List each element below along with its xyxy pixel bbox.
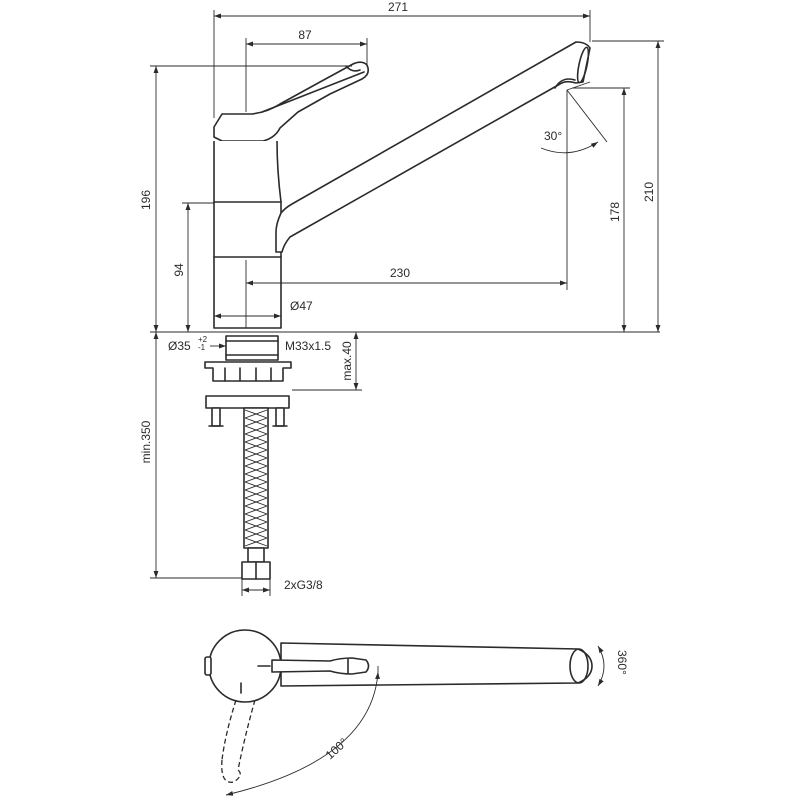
label-spout-angle: 30° xyxy=(544,129,562,143)
label-lever-swing: 100° xyxy=(323,735,351,762)
label-210: 210 xyxy=(642,182,656,202)
braid-strand xyxy=(244,425,268,435)
dim-100-arc xyxy=(225,671,380,796)
braid-strand xyxy=(244,465,268,475)
top-view-handle-base xyxy=(204,656,212,676)
label-d35-tol-upper: +2 xyxy=(198,335,208,344)
threaded-shank xyxy=(225,335,279,361)
mounting-bracket xyxy=(204,361,292,382)
braid-strand xyxy=(244,505,268,515)
braid-strand xyxy=(244,409,268,419)
dimension-lines xyxy=(150,10,664,596)
stud-right xyxy=(275,407,285,427)
label-230: 230 xyxy=(390,266,410,280)
braid-strand xyxy=(244,497,268,507)
faucet-top-view: 100° 360° xyxy=(204,629,629,796)
top-view-spout-tip xyxy=(569,648,589,684)
braid-strand xyxy=(244,457,268,467)
lever-handle xyxy=(213,61,369,142)
braid-strand xyxy=(244,449,268,459)
braid-strand xyxy=(244,417,268,427)
dim-360-arc xyxy=(597,645,605,687)
label-max40: max.40 xyxy=(340,341,354,381)
braid-strand xyxy=(244,481,268,491)
braid-strand xyxy=(244,433,268,443)
braid-strand xyxy=(244,441,268,451)
label-min350: min.350 xyxy=(139,420,153,463)
hose-ferrule xyxy=(247,547,265,563)
braid-strand xyxy=(244,513,268,523)
lever-ridge xyxy=(261,71,365,113)
label-178: 178 xyxy=(608,202,622,222)
label-d35: Ø35 xyxy=(168,339,191,353)
faucet-side-view xyxy=(213,41,591,329)
label-spout-rotation: 360° xyxy=(615,650,629,675)
mounting-assembly xyxy=(204,335,292,580)
angle-ref-line xyxy=(566,81,591,91)
label-271: 271 xyxy=(388,0,408,14)
stud-left xyxy=(211,407,221,427)
lever-tip-edge xyxy=(345,65,361,72)
top-view-lever-rotated xyxy=(221,699,256,783)
label-thread: M33x1.5 xyxy=(285,339,331,353)
label-94: 94 xyxy=(172,263,186,277)
hose-braid-pattern xyxy=(244,409,268,547)
label-196: 196 xyxy=(139,190,153,210)
spout xyxy=(275,41,591,253)
braid-strand xyxy=(244,529,268,539)
label-d47: Ø47 xyxy=(290,299,313,313)
dimension-labels: 271 87 230 Ø47 Ø35 +2 -1 M33x1.5 2xG3/8 … xyxy=(139,0,656,592)
top-view-lever xyxy=(271,657,370,675)
clamping-plate xyxy=(205,395,290,409)
angle-ref-line xyxy=(566,89,608,143)
spout-outlet xyxy=(554,78,576,89)
braid-strand xyxy=(244,537,268,547)
dim-30-arc xyxy=(540,141,599,154)
braid-strand xyxy=(244,521,268,531)
label-87: 87 xyxy=(298,28,312,42)
braid-strand xyxy=(244,489,268,499)
braid-strand xyxy=(244,473,268,483)
label-hose-connection: 2xG3/8 xyxy=(284,578,323,592)
faucet-body xyxy=(213,140,282,329)
spout-tip-ellipse xyxy=(576,46,590,84)
label-d35-tol-lower: -1 xyxy=(198,343,206,352)
